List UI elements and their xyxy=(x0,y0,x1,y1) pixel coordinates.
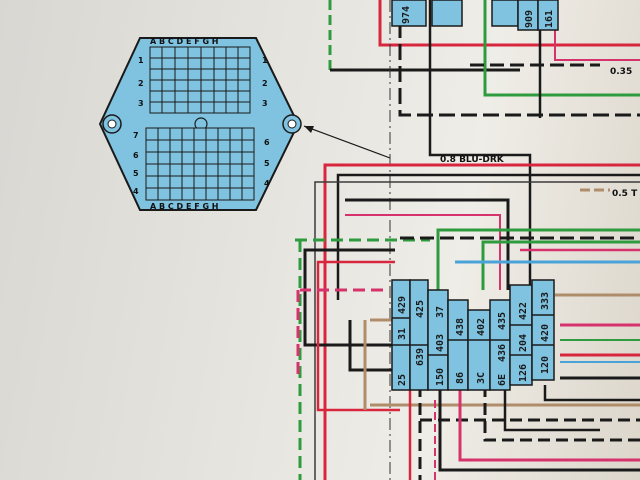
wire-green-dashed-mid xyxy=(295,238,430,480)
wire-red-left-loop xyxy=(316,260,400,412)
label-035: 0.35 xyxy=(610,67,632,77)
top-pin-974: 974 xyxy=(401,6,412,24)
pin-6e: 6E xyxy=(497,374,508,386)
wire-pink-top xyxy=(554,0,640,61)
pin-403: 403 xyxy=(435,334,446,352)
right-row-1: 1 xyxy=(262,56,268,65)
wire-red-top xyxy=(378,0,640,47)
wire-green-402 xyxy=(481,240,640,290)
wire-tan-left xyxy=(363,318,392,410)
wire-black-bottom-4 xyxy=(503,385,600,432)
left-row-6: 6 xyxy=(133,151,139,160)
wire-black-blu-drk xyxy=(428,0,532,290)
terminal-labels: 429 31 25 425 639 37 403 150 438 86 402 … xyxy=(397,292,551,386)
wire-red-main xyxy=(323,163,640,480)
label-blu-drk: 0.8 BLU-DRK xyxy=(440,155,505,165)
connector-bottom-letters: A B C D E F G H xyxy=(150,202,219,211)
pin-126: 126 xyxy=(518,364,529,382)
pin-37: 37 xyxy=(435,306,446,318)
pin-150: 150 xyxy=(435,368,446,386)
left-row-5: 5 xyxy=(133,169,139,178)
terminal-block xyxy=(391,279,555,391)
pin-425: 425 xyxy=(415,300,426,318)
label-05t: 0.5 T xyxy=(612,189,638,199)
wire-black-bottom-left xyxy=(348,320,400,372)
pin-429: 429 xyxy=(397,296,408,314)
top-pin-909: 909 xyxy=(524,10,535,28)
wire-black-bottom-5 xyxy=(543,385,640,402)
left-row-2: 2 xyxy=(138,79,144,88)
pin-25: 25 xyxy=(397,374,408,386)
pin-333: 333 xyxy=(540,292,551,310)
left-row-1: 1 xyxy=(138,56,144,65)
left-row-4: 4 xyxy=(133,187,139,196)
pin-435: 435 xyxy=(497,312,508,330)
wire-black-bottom-2 xyxy=(438,385,640,472)
wire-black-main-1 xyxy=(336,173,640,300)
wire-dark-main xyxy=(314,181,640,480)
bundle-wires xyxy=(295,163,640,480)
wire-black-dashed-top xyxy=(398,0,640,117)
pin-204: 204 xyxy=(518,334,529,352)
wire-black-bus xyxy=(345,198,510,290)
pin-438: 438 xyxy=(455,318,466,336)
pin-120: 120 xyxy=(540,356,551,374)
wire-pink-bottom xyxy=(458,385,640,462)
pin-86: 86 xyxy=(455,372,466,384)
wire-black-dashed-bottom xyxy=(418,385,640,480)
wire-pink-dashed-left xyxy=(296,288,383,380)
right-row-6: 6 xyxy=(264,138,270,147)
wire-black-bottom-3 xyxy=(483,385,640,442)
connector-diagram: A B C D E F G H A B C D E F G H 1 2 3 7 … xyxy=(98,37,302,211)
pin-436: 436 xyxy=(497,344,508,362)
top-pin-161: 161 xyxy=(544,10,555,28)
pin-420: 420 xyxy=(540,324,551,342)
right-row-2: 2 xyxy=(262,79,268,88)
wire-pink-loop xyxy=(345,214,501,290)
pointer-arrow xyxy=(303,125,391,159)
pin-639: 639 xyxy=(415,348,426,366)
right-row-5: 5 xyxy=(264,159,270,168)
pin-3c: 3C xyxy=(476,372,487,384)
pin-31: 31 xyxy=(397,328,408,340)
wire-green-top xyxy=(483,0,640,97)
connector-top-letters: A B C D E F G H xyxy=(150,37,219,46)
top-wires xyxy=(328,0,640,480)
top-pin-blocks: 974 909 161 xyxy=(391,0,559,31)
pin-422: 422 xyxy=(518,302,529,320)
right-row-4: 4 xyxy=(264,179,270,188)
right-row-3: 3 xyxy=(262,99,268,108)
left-row-7: 7 xyxy=(133,131,139,140)
wire-green-437 xyxy=(436,228,640,290)
pin-402: 402 xyxy=(476,318,487,336)
left-row-3: 3 xyxy=(138,99,144,108)
